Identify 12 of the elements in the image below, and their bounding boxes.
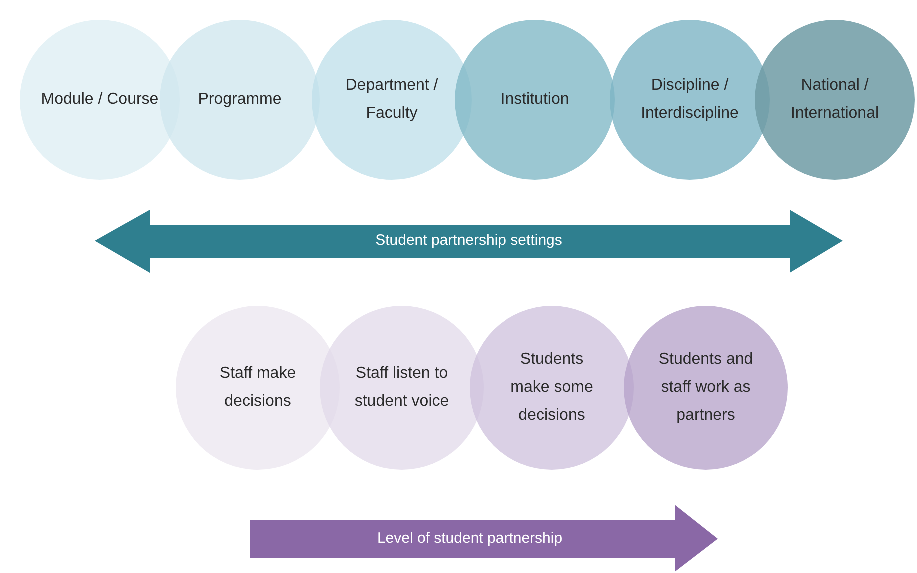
circle-label: Discipline / Interdiscipline [640,76,740,124]
circle-label: Students make some decisions [510,350,594,426]
circle-label: Department / Faculty [344,76,440,124]
circle-label: Staff listen to student voice [354,364,450,412]
circle-label: Institution [500,90,570,110]
circle-label: Programme [197,90,283,110]
circle-label: National / International [790,76,880,124]
circle-label: Staff make decisions [218,364,298,412]
arrow-label: Student partnership settings [374,232,564,249]
circle-label: Module / Course [40,90,160,110]
circle-label: Students and staff work as partners [658,350,754,426]
arrow-label: Level of student partnership [376,530,564,547]
